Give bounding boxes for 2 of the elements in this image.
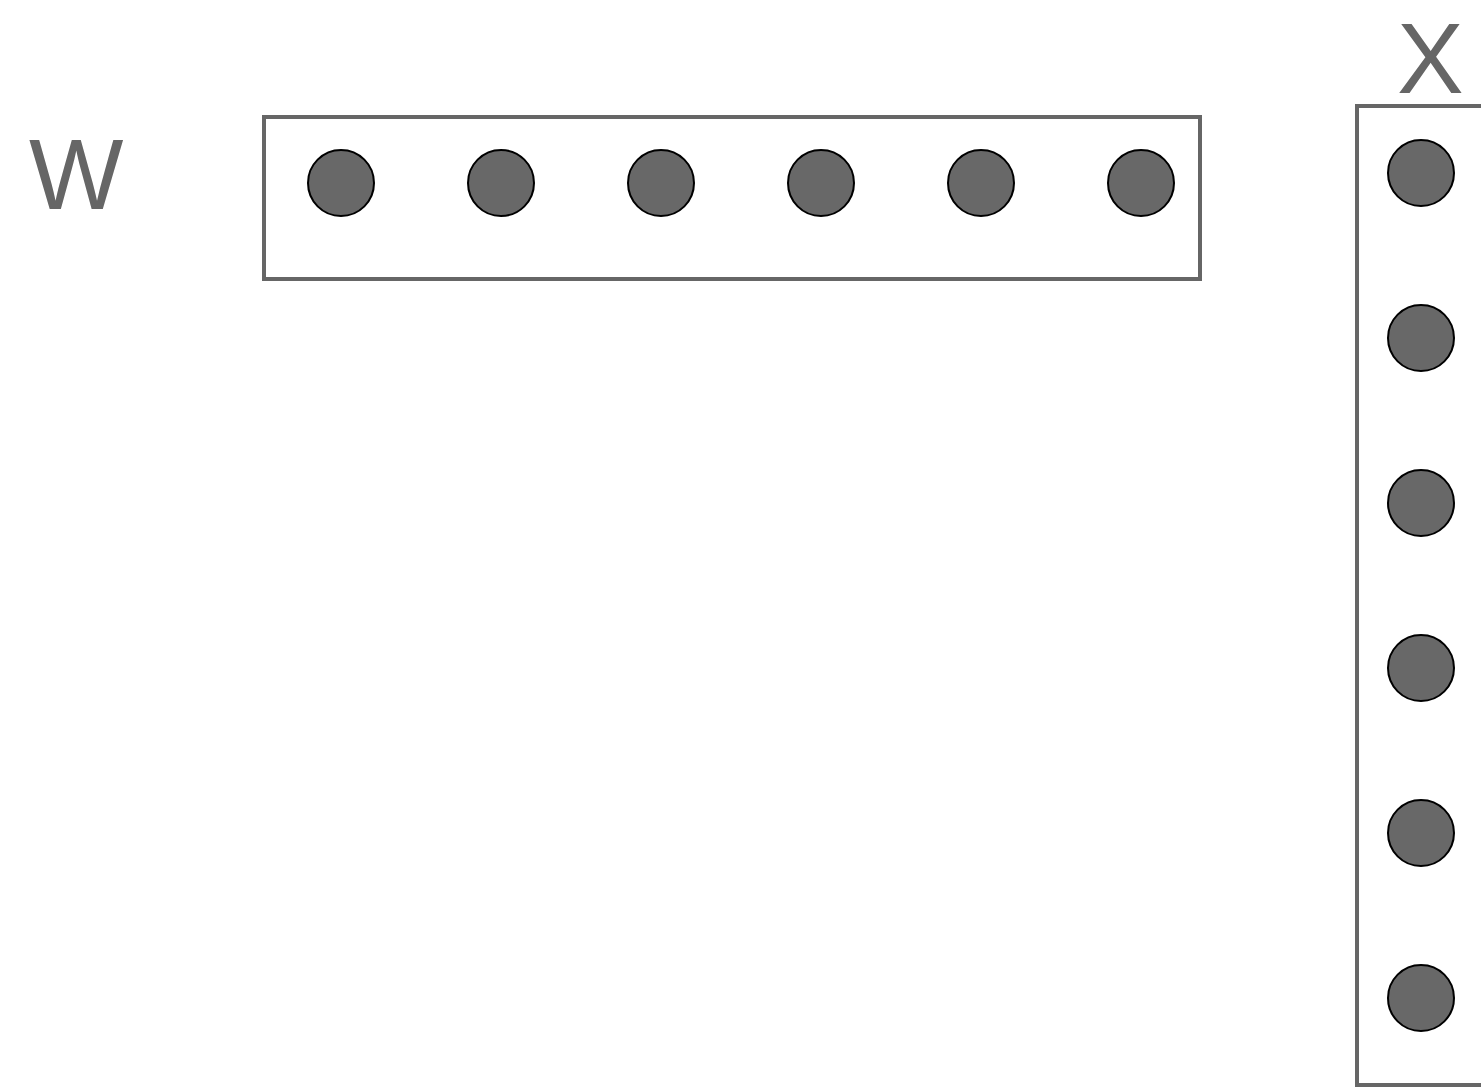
vector-label: W xyxy=(29,124,124,224)
vector-label: X xyxy=(1397,8,1464,108)
